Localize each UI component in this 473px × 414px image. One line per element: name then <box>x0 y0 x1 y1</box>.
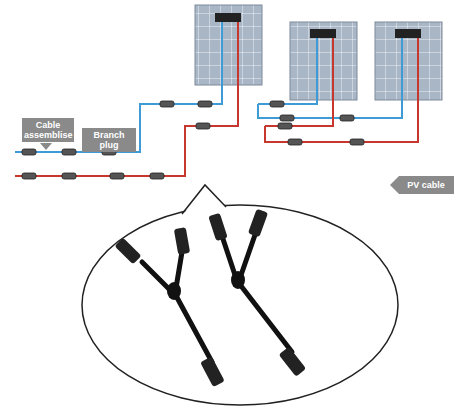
callout-pointer <box>40 143 52 150</box>
arrow-fill <box>390 176 454 194</box>
y-branch-cable <box>115 227 225 387</box>
positive-wire <box>15 22 418 176</box>
solar-panel <box>290 22 357 100</box>
y-branch-cable <box>208 209 306 377</box>
bubble-tail-line <box>182 185 226 214</box>
label-box: Branch plug <box>82 128 136 152</box>
label-text: Cable assemblise <box>24 120 72 140</box>
bubble-tail <box>182 185 226 216</box>
mc4-connector <box>22 101 364 179</box>
solar-panel <box>195 5 262 85</box>
negative-wire <box>15 22 402 152</box>
zoom-bubble <box>82 205 398 405</box>
label-text: PV cable <box>404 180 448 190</box>
arrow-label: PV cable <box>390 176 454 194</box>
label-box: Cable assemblise <box>22 118 74 142</box>
label-text: Branch plug <box>84 130 134 150</box>
solar-panel <box>375 22 442 100</box>
